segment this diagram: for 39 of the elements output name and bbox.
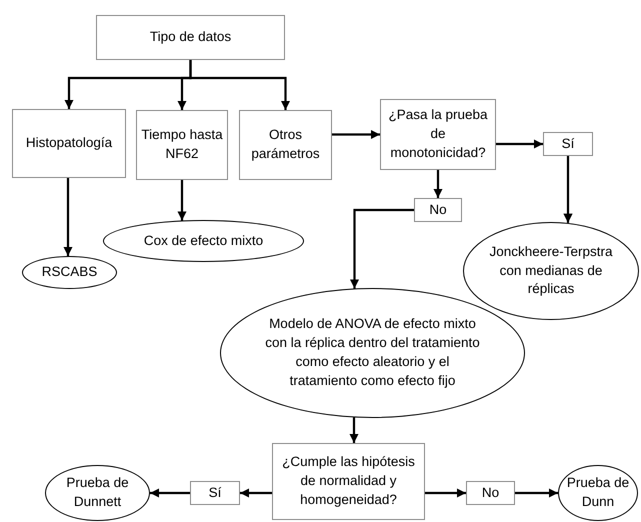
- node-text: Prueba de Dunnett: [65, 474, 130, 511]
- process-box: [414, 198, 462, 222]
- arrow: [515, 488, 558, 498]
- node-text: Prueba de Dunn: [566, 474, 630, 511]
- arrow: [240, 488, 272, 498]
- process-box: [136, 110, 228, 180]
- process-box: [272, 443, 425, 520]
- node-text: Modelo de ANOVA de efecto mixto con la réplica dentro del tratamiento como efecto aleatorio y el tratamiento como efecto fijo: [264, 315, 481, 390]
- process-box: [12, 109, 126, 178]
- arrow: [425, 488, 466, 498]
- node-text: Otros parámetros: [250, 126, 321, 163]
- arrow: [332, 130, 380, 140]
- arrow: [63, 178, 73, 256]
- node-text: Cox de efecto mixto: [144, 232, 264, 250]
- node-text: Sí: [208, 484, 222, 502]
- process-box: [190, 481, 240, 505]
- process-box: [380, 99, 496, 170]
- node-text: ¿Pasa la prueba de monotonicidad?: [387, 106, 489, 162]
- arrow: [350, 208, 414, 288]
- node-text: No: [429, 200, 447, 219]
- node-text: Sí: [562, 134, 574, 153]
- process-box: [239, 110, 332, 180]
- arrow: [433, 170, 443, 198]
- node-text: Jonckheere-Terpstra con medianas de réplicas: [488, 242, 614, 298]
- arrow: [189, 60, 290, 110]
- node-text: Histopatología: [26, 134, 112, 152]
- arrow: [563, 156, 573, 223]
- node-text: RSCABS: [42, 263, 98, 282]
- arrow: [349, 418, 359, 443]
- arrow: [496, 139, 543, 149]
- arrow: [150, 488, 190, 498]
- process-box: [543, 132, 593, 156]
- process-box: [466, 481, 515, 505]
- node-text: ¿Cumple las hipótesis de normalidad y homogeneidad?: [281, 453, 416, 509]
- node-text: Tipo de datos: [150, 28, 232, 46]
- node-text: No: [482, 484, 500, 502]
- process-box: [96, 15, 285, 60]
- node-text: Tiempo hasta NF62: [141, 126, 223, 163]
- arrow: [177, 180, 187, 220]
